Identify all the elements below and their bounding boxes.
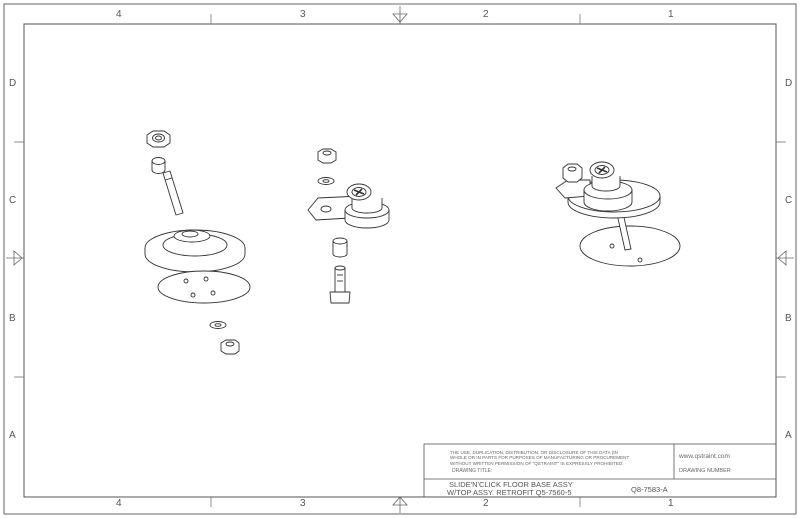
part-bottom-nut (220, 339, 240, 355)
zone-row-label: A (9, 430, 16, 441)
drawing-title-line: SLIDE'N'CLICK FLOOR BASE ASSY (449, 480, 573, 489)
zone-row-label: B (9, 313, 16, 324)
zone-row-label: C (785, 195, 793, 206)
disclaimer: THE USE, DUPLICATION, DISTRIBUTION, OR D… (450, 450, 629, 466)
drawing-number: Q8-7583-A (631, 485, 668, 494)
drawing-title-line: W/TOP ASSY. RETROFIT Q5-7560-5 (447, 488, 572, 497)
zone-column-label: 4 (116, 9, 122, 20)
drawing-number-label: DRAWING NUMBER (679, 468, 731, 474)
zone-column-label: 4 (116, 498, 122, 509)
part-washer (317, 177, 335, 185)
part-base-disc (144, 229, 246, 273)
zone-row-label: A (785, 430, 792, 441)
part-top-nut (146, 130, 171, 148)
zone-column-label: 2 (483, 498, 489, 509)
disclaimer-line: THE USE, DUPLICATION, DISTRIBUTION, OR D… (450, 450, 618, 455)
disclaimer-line: WHOLE OR IN PARTS FOR PURPOSES OF MANUFA… (450, 455, 630, 461)
website: www.qstraint.com (679, 453, 730, 460)
zone-row-label: D (785, 78, 793, 89)
assembly-left (144, 130, 251, 355)
zone-column-label: 1 (668, 9, 674, 20)
part-bolt-long (162, 170, 184, 216)
zone-ticks (14, 14, 786, 507)
zone-column-label: 3 (300, 9, 306, 20)
zone-row-label: B (785, 313, 792, 324)
part-nut (317, 148, 337, 164)
assembly-right (555, 161, 681, 267)
zone-column-label: 3 (300, 498, 306, 509)
centering-marks (6, 6, 794, 513)
outer-frame (3, 3, 797, 515)
part-nut (562, 163, 583, 183)
zone-row-label: C (9, 195, 17, 206)
drawing-title-label: DRAWING TITLE: (452, 468, 493, 474)
disclaimer-line: WITHOUT WRITTEN PERMISSION OF "QSTRAINT"… (450, 460, 624, 466)
part-washer (209, 321, 227, 329)
part-sleeve (332, 237, 348, 258)
zone-column-label: 2 (483, 9, 489, 20)
part-knob (583, 161, 633, 212)
part-floor-plate (157, 270, 251, 304)
zone-row-label: D (9, 78, 17, 89)
part-bolt-short (329, 265, 351, 304)
part-spacer (151, 157, 166, 174)
part-knob (344, 183, 390, 229)
title-block-frame (423, 443, 777, 498)
assembly-middle (307, 148, 390, 304)
zone-column-label: 1 (668, 498, 674, 509)
